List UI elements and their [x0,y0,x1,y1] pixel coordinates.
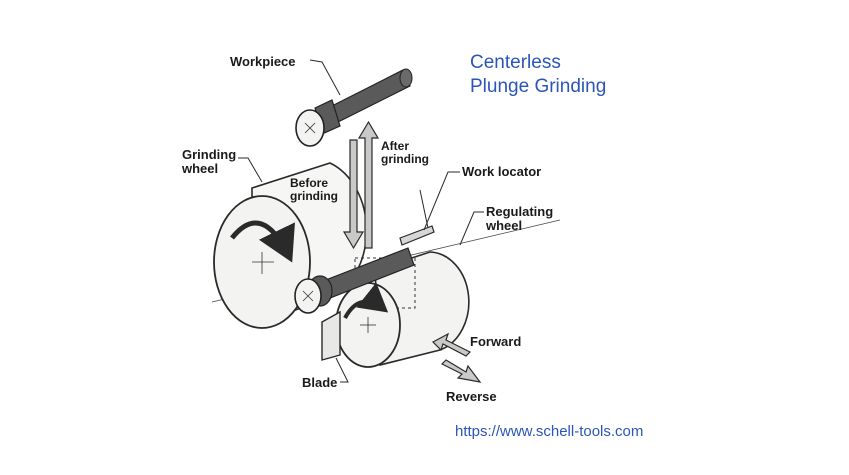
label-work-locator: Work locator [462,164,542,179]
workpiece [295,68,413,147]
blade [321,310,341,361]
label-before-grinding: Before grinding [290,177,338,202]
label-before-grinding-line-2: grinding [290,188,338,203]
after-grinding-arrow [357,120,380,249]
leader-regulating-wheel [459,211,484,246]
label-before-grinding-line-1: Before [290,176,329,190]
label-blade: Blade [302,375,338,390]
label-reverse: Reverse [446,389,497,404]
before-grinding-arrow [342,139,365,250]
source-url: https://www.schell-tools.com [455,423,644,440]
label-workpiece: Workpiece [230,54,296,69]
label-regulating-wheel-line-1: Regulating [486,204,554,219]
diagram-title: Centerless Plunge Grinding [470,51,606,99]
leader-grinding-wheel [238,157,263,183]
leader-blade [335,357,349,383]
label-regulating-wheel: Regulating wheel [486,205,553,232]
title-line-1: Centerless [470,52,561,73]
label-grinding-wheel-line-1: Grinding [182,147,237,162]
label-grinding-wheel: Grinding wheel [182,148,236,175]
work-locator [399,189,435,246]
title-line-2: Plunge Grinding [470,75,607,97]
leader-workpiece [309,59,341,96]
leader-work-locator [423,171,460,231]
label-after-grinding: After grinding [381,140,429,165]
label-forward: Forward [470,334,522,349]
label-after-grinding-line-2: grinding [381,151,429,166]
regulating-wheel-rotation-arrow [343,282,389,320]
grinding-wheel-rotation-arrow [230,220,295,263]
workpiece-in-position [294,247,415,314]
forward-reverse-arrows [432,332,482,383]
label-regulating-wheel-line-2: wheel [486,217,523,233]
label-after-grinding-line-1: After [381,139,410,153]
label-grinding-wheel-line-2: wheel [182,160,219,176]
